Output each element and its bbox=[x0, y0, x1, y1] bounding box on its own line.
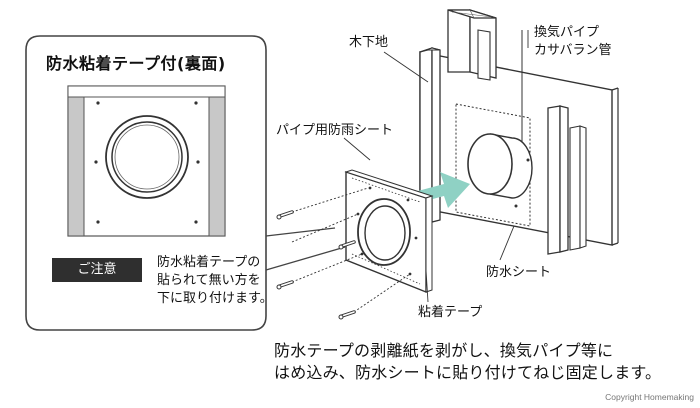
inset-panel bbox=[25, 35, 346, 331]
leader-lines bbox=[343, 30, 529, 303]
caution-line: 防水粘着テープの bbox=[157, 255, 261, 270]
inset-title: 防水粘着テープ付(裏面) bbox=[46, 54, 226, 73]
screw-2 bbox=[338, 240, 356, 250]
screw-4 bbox=[338, 310, 356, 320]
wood-batten-right bbox=[547, 105, 587, 255]
caution-line: 下に取り付けます。 bbox=[157, 291, 273, 306]
wood-batten-left bbox=[419, 47, 441, 227]
caution-line: 貼られて無い方を bbox=[157, 273, 261, 288]
screws bbox=[276, 187, 411, 320]
copyright: Copyright Homemaking bbox=[605, 392, 694, 402]
label-vent-pipe-2: カサバラン管 bbox=[534, 43, 612, 58]
inset-connector-bottom bbox=[265, 246, 346, 271]
label-wood-base: 木下地 bbox=[349, 35, 389, 50]
label-pipe-rain-sheet: パイプ用防雨シート bbox=[276, 123, 394, 138]
vent-pipe bbox=[467, 133, 533, 208]
caption-line: はめ込み、防水シートに貼り付けてねじ固定します。 bbox=[274, 363, 662, 382]
label-adhesive-tape: 粘着テープ bbox=[418, 305, 483, 320]
label-waterproof-sheet: 防水シート bbox=[486, 265, 552, 280]
screw-3 bbox=[276, 280, 294, 290]
caution-text: 防水粘着テープの 貼られて無い方を 下に取り付けます。 bbox=[157, 254, 273, 308]
leader-adhesive-tape bbox=[425, 269, 429, 303]
caution-badge: ご注意 bbox=[52, 258, 142, 282]
screw-1 bbox=[276, 210, 294, 220]
caption: 防水テープの剥離紙を剥がし、換気パイプ等に はめ込み、防水シートに貼り付けてねじ… bbox=[274, 340, 661, 384]
leader-pipe-rain-sheet bbox=[343, 137, 371, 161]
leader-waterproof-sheet bbox=[499, 225, 515, 261]
wood-post bbox=[447, 9, 497, 81]
leader-wood-base bbox=[383, 51, 429, 83]
inset-connector-top bbox=[265, 227, 336, 237]
label-vent-pipe-1: 換気パイプ bbox=[534, 25, 600, 40]
pipe-rain-sheet-plate bbox=[344, 169, 434, 294]
caption-line: 防水テープの剥離紙を剥がし、換気パイプ等に bbox=[274, 341, 614, 360]
plate-back-view bbox=[67, 85, 226, 237]
